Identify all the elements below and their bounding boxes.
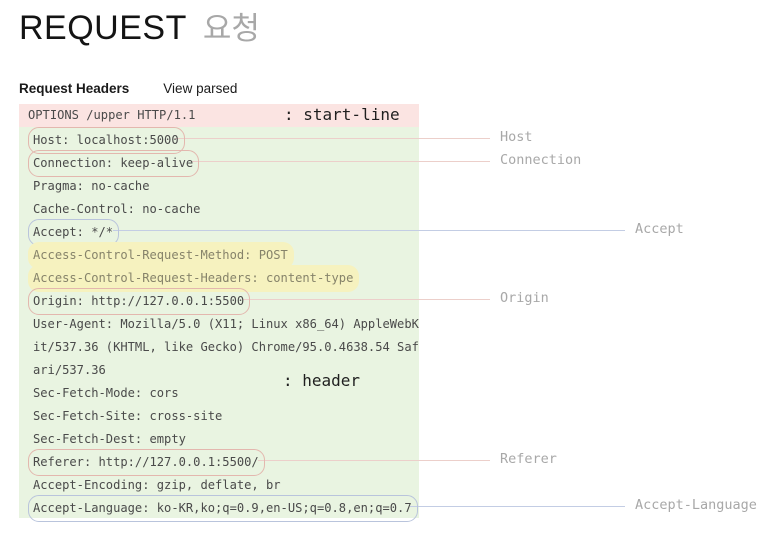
header-line-text: User-Agent: Mozilla/5.0 (X11; Linux x86_… bbox=[33, 317, 419, 331]
tab-view-parsed[interactable]: View parsed bbox=[163, 81, 238, 96]
header-line: Connection: keep-alive bbox=[19, 150, 419, 177]
callout-line bbox=[175, 138, 490, 139]
page-title-en: REQUEST bbox=[19, 9, 187, 47]
callout-label: Accept bbox=[635, 221, 684, 237]
header-line-text: Sec-Fetch-Mode: cors bbox=[33, 386, 179, 400]
header-line: Sec-Fetch-Mode: cors bbox=[19, 380, 419, 403]
callout-label: Origin bbox=[500, 290, 549, 306]
callout-line bbox=[113, 230, 625, 231]
callout-line bbox=[258, 460, 490, 461]
header-line: it/537.36 (KHTML, like Gecko) Chrome/95.… bbox=[19, 334, 419, 357]
annotation-header: : header bbox=[283, 371, 361, 390]
header-line-text: Host: localhost:5000 bbox=[28, 127, 185, 154]
callout-label: Referer bbox=[500, 451, 557, 467]
header-line-text: Access-Control-Request-Method: POST bbox=[28, 242, 294, 269]
callout-line bbox=[243, 299, 490, 300]
header-line-text: Pragma: no-cache bbox=[33, 179, 150, 193]
header-line: Sec-Fetch-Site: cross-site bbox=[19, 403, 419, 426]
annotation-start-line: : start-line bbox=[284, 105, 400, 124]
header-line-text: Origin: http://127.0.0.1:5500 bbox=[28, 288, 251, 315]
header-line: Accept-Encoding: gzip, deflate, br bbox=[19, 472, 419, 495]
callout-line bbox=[192, 161, 490, 162]
header-line-text: Access-Control-Request-Headers: content-… bbox=[28, 265, 360, 292]
page-title-ko: 요청 bbox=[202, 11, 260, 46]
header-line-text: Cache-Control: no-cache bbox=[33, 202, 201, 216]
header-line: Referer: http://127.0.0.1:5500/ bbox=[19, 449, 419, 476]
tab-bar: Request Headers View parsed bbox=[19, 81, 237, 96]
request-headers-panel: OPTIONS /upper HTTP/1.1 Host: localhost:… bbox=[19, 104, 419, 522]
callout-line bbox=[410, 506, 625, 507]
header-line: Access-Control-Request-Method: POST bbox=[19, 242, 419, 269]
callout-label: Accept-Language bbox=[635, 497, 757, 513]
header-line: Accept-Language: ko-KR,ko;q=0.9,en-US;q=… bbox=[19, 495, 419, 522]
start-line-block: OPTIONS /upper HTTP/1.1 bbox=[19, 104, 419, 127]
header-line: Sec-Fetch-Dest: empty bbox=[19, 426, 419, 449]
header-line: Origin: http://127.0.0.1:5500 bbox=[19, 288, 419, 315]
header-line: Cache-Control: no-cache bbox=[19, 196, 419, 219]
header-line: ari/537.36 bbox=[19, 357, 419, 380]
page-title: REQUEST 요청 bbox=[19, 11, 260, 45]
header-line: Pragma: no-cache bbox=[19, 173, 419, 196]
header-line-text: ari/537.36 bbox=[33, 363, 106, 377]
header-line-text: Sec-Fetch-Dest: empty bbox=[33, 432, 186, 446]
tab-request-headers[interactable]: Request Headers bbox=[19, 81, 130, 96]
start-line-row: OPTIONS /upper HTTP/1.1 bbox=[19, 104, 419, 127]
callout-label: Connection bbox=[500, 152, 582, 168]
header-line: User-Agent: Mozilla/5.0 (X11; Linux x86_… bbox=[19, 311, 419, 334]
header-line-text: it/537.36 (KHTML, like Gecko) Chrome/95.… bbox=[33, 340, 419, 354]
header-line: Host: localhost:5000 bbox=[19, 127, 419, 154]
header-line-text: Referer: http://127.0.0.1:5500/ bbox=[28, 449, 265, 476]
header-line: Access-Control-Request-Headers: content-… bbox=[19, 265, 419, 292]
callout-label: Host bbox=[500, 129, 533, 145]
header-line-text: Connection: keep-alive bbox=[28, 150, 200, 177]
header-line-text: Accept-Encoding: gzip, deflate, br bbox=[33, 478, 281, 492]
header-line-text: Accept-Language: ko-KR,ko;q=0.9,en-US;q=… bbox=[28, 495, 418, 522]
header-line-text: Sec-Fetch-Site: cross-site bbox=[33, 409, 223, 423]
start-line-text: OPTIONS /upper HTTP/1.1 bbox=[28, 108, 196, 122]
